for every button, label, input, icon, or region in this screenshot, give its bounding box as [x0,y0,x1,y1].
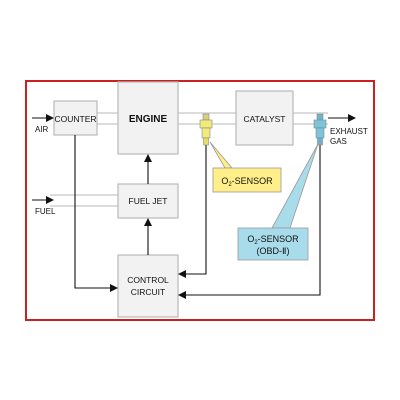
o2-sensor-icon [199,113,213,146]
fuel-jet-label: FUEL JET [129,196,168,206]
exhaust-label-line1: EXHAUST [330,127,368,136]
counter-to-control-line [74,135,118,292]
fuel-jet-block [117,183,179,219]
air-label: AIR [35,125,49,134]
engine-label: ENGINE [129,114,168,125]
catalyst-block [235,90,294,146]
catalyst-label: CATALYST [243,114,285,124]
control-circuit-label-line2: CIRCUIT [131,287,165,297]
control-circuit-label-line1: CONTROL [127,275,169,285]
fuel-label: FUEL [35,207,56,216]
rear-sensor-callout: O2-SENSOR (OBD-Ⅱ) [237,143,319,261]
front-sensor-callout: O2-SENSOR [209,141,282,193]
rear-sensor-feedback-line [178,145,321,299]
counter-label: COUNTER [54,114,96,124]
rear-sensor-label-line1: O2-SENSOR [247,234,299,246]
exhaust-label-line2: GAS [330,137,347,146]
o2-sensor-icon [313,113,327,146]
front-sensor-label: O2-SENSOR [221,176,273,188]
control-circuit-block [117,254,179,318]
rear-sensor-label-line2: (OBD-Ⅱ) [257,246,290,256]
front-sensor-feedback-line [178,145,207,278]
fuel-pipe [50,194,118,207]
engine-block [117,81,179,155]
